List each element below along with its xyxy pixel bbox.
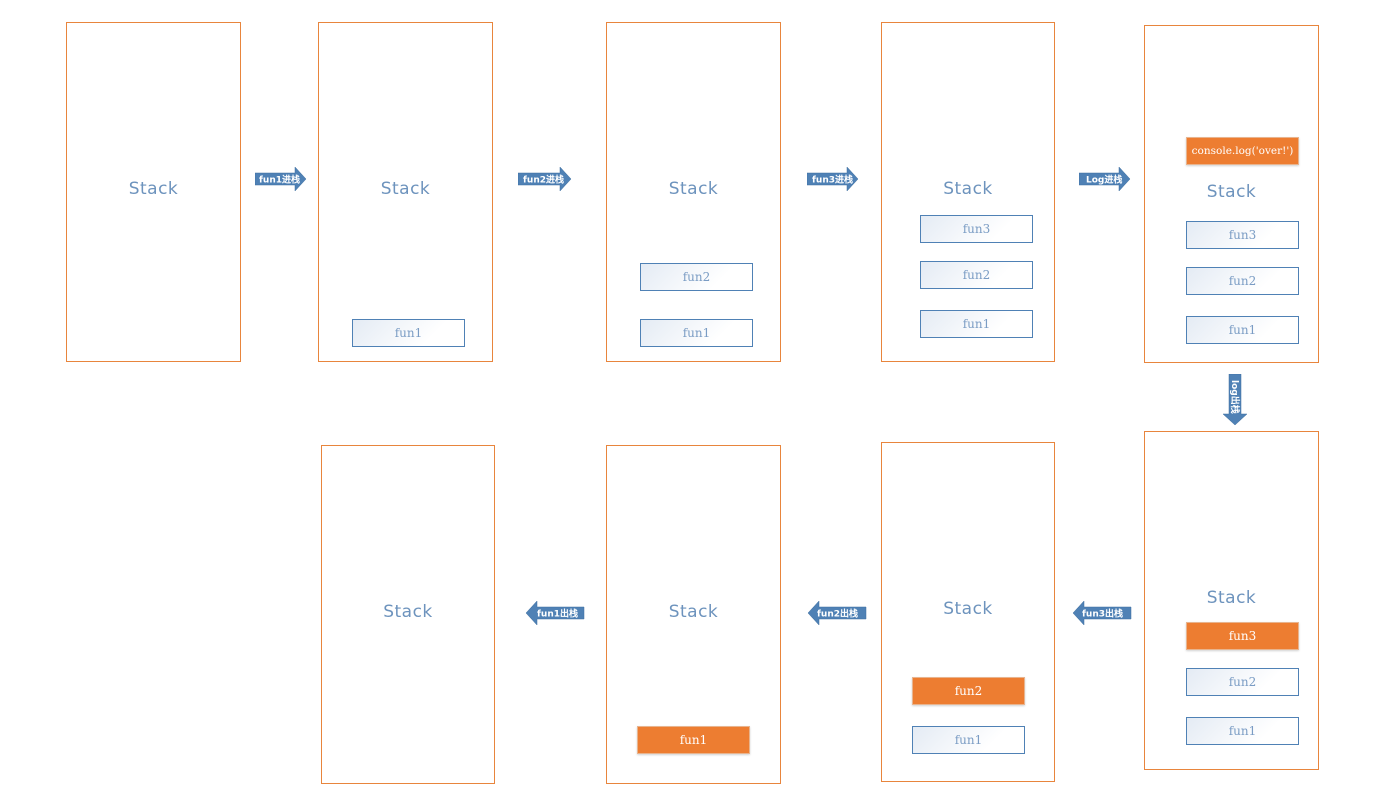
- arrow-label-fun3-push: fun3进栈: [812, 174, 853, 186]
- frame-fun1: fun1: [1186, 316, 1299, 344]
- stack-label: Stack: [943, 599, 993, 619]
- stack-label: Stack: [668, 179, 719, 199]
- stack-pop-fun3: Stack fun3 fun2 fun1: [1144, 431, 1319, 770]
- stack-label: Stack: [128, 179, 179, 199]
- stack-with-fun2: Stack fun2 fun1: [606, 22, 781, 362]
- stack-with-fun3: Stack fun3 fun2 fun1: [881, 22, 1055, 362]
- frame-fun2: fun2: [920, 261, 1033, 289]
- frame-fun3: fun3: [1186, 221, 1299, 249]
- arrow-fun1-push: fun1进栈: [255, 166, 307, 192]
- frame-fun1: fun1: [912, 726, 1025, 754]
- frame-fun1: fun1: [1186, 717, 1299, 745]
- arrow-fun2-pop: fun2出栈: [807, 600, 867, 626]
- arrow-label-fun2-push: fun2进栈: [523, 174, 564, 186]
- arrow-label-fun2-pop: fun2出栈: [817, 608, 858, 620]
- frame-fun3-popping: fun3: [1186, 622, 1299, 650]
- arrow-fun3-pop: fun3出栈: [1072, 600, 1132, 626]
- arrow-label-fun3-pop: fun3出栈: [1082, 608, 1123, 620]
- frame-fun1-popping: fun1: [637, 726, 750, 754]
- stack-label: Stack: [383, 602, 433, 622]
- stack-label: Stack: [1206, 182, 1257, 202]
- frame-fun2: fun2: [640, 263, 753, 291]
- stack-pop-fun2: Stack fun2 fun1: [881, 442, 1055, 782]
- frame-fun2: fun2: [1186, 668, 1299, 696]
- arrow-fun1-pop: fun1出栈: [525, 600, 585, 626]
- frame-fun3: fun3: [920, 215, 1033, 243]
- stack-label: Stack: [380, 179, 431, 199]
- frame-fun1: fun1: [920, 310, 1033, 338]
- frame-fun2: fun2: [1186, 267, 1299, 295]
- arrow-fun3-push: fun3进栈: [807, 166, 859, 192]
- stack-empty-initial: Stack: [66, 22, 241, 362]
- frame-console-log: console.log('over!'): [1186, 137, 1299, 165]
- arrow-label-fun1-push: fun1进栈: [259, 174, 300, 186]
- arrow-label-fun1-pop: fun1出栈: [537, 608, 578, 620]
- stack-label: Stack: [1206, 588, 1257, 608]
- frame-fun1: fun1: [352, 319, 465, 347]
- stack-with-fun1: Stack fun1: [318, 22, 493, 362]
- frame-fun1: fun1: [640, 319, 753, 347]
- arrow-label-log-pop: log出栈: [1229, 380, 1241, 414]
- arrow-log-pop: log出栈: [1222, 374, 1248, 426]
- arrow-fun2-push: fun2进栈: [518, 166, 572, 192]
- arrow-log-push: Log进栈: [1079, 166, 1131, 192]
- stack-label: Stack: [668, 602, 719, 622]
- frame-fun2-popping: fun2: [912, 677, 1025, 705]
- arrow-label-log-push: Log进栈: [1086, 174, 1122, 186]
- stack-label: Stack: [943, 179, 993, 199]
- stack-pop-fun1: Stack fun1: [606, 445, 781, 784]
- stack-with-log: console.log('over!') Stack fun3 fun2 fun…: [1144, 25, 1319, 363]
- stack-empty-final: Stack: [321, 445, 495, 784]
